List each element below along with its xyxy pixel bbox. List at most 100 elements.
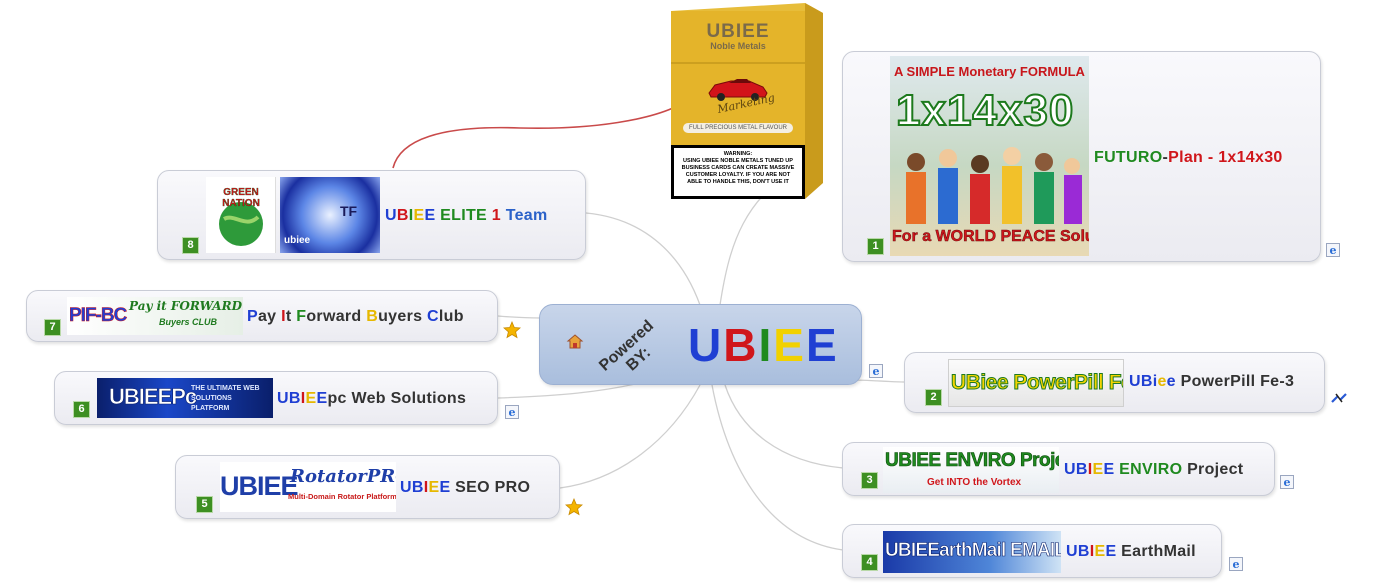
topic-enviro-project[interactable]: UBIEE ENVIRO Project Get INTO the Vortex… <box>842 442 1275 496</box>
svg-text:e: e <box>873 365 880 378</box>
topic-futuro-plan-label: FUTURO-Plan - 1x14x30 <box>1094 149 1283 167</box>
topic-powerpill[interactable]: UBiee PowerPill Fe-3 UBiee PowerPill Fe-… <box>904 352 1325 413</box>
topic-number-badge: 6 <box>73 401 90 418</box>
broken-link-icon[interactable] <box>1330 391 1348 405</box>
label-n7-segment: lub <box>439 308 464 325</box>
connector-8 <box>586 213 700 305</box>
people-illustration <box>896 142 1084 224</box>
label-n7-segment: C <box>427 308 439 325</box>
label-n4-segment: EarthMail <box>1116 543 1195 560</box>
futuro-img-bottom: For a WORLD PEACE Solution <box>892 228 1089 246</box>
label-n7-segment: orward <box>306 308 366 325</box>
powerpill-image: UBiee PowerPill Fe-3 <box>948 359 1124 407</box>
topic-number-badge: 2 <box>925 389 942 406</box>
ie-link-icon[interactable]: e <box>1326 243 1340 257</box>
label-n8-segment: U <box>385 207 397 224</box>
futuro-img-big: 1x14x30 <box>896 86 1074 136</box>
pif-img-left: PIF-BC <box>69 305 126 327</box>
topic-futuro-plan[interactable]: A SIMPLE Monetary FORMULA 1x14x30 For a … <box>842 51 1321 262</box>
svg-text:e: e <box>1233 558 1240 571</box>
central-logo-letter-segment: B <box>723 319 758 371</box>
svg-text:e: e <box>509 406 516 419</box>
connector-7 <box>498 316 540 318</box>
futuro-img-top: A SIMPLE Monetary FORMULA <box>894 64 1085 79</box>
enviro-image: UBIEE ENVIRO Project Get INTO the Vortex <box>883 447 1059 493</box>
web-solutions-image: UBIEEPc THE ULTIMATE WEB SOLUTIONS PLATF… <box>97 378 273 418</box>
enviro-img-text: UBIEE ENVIRO Project <box>885 450 1059 472</box>
product-box-image: UBIEE Noble Metals Marketing FULL PRECIO… <box>671 3 823 199</box>
label-n7-segment: t <box>286 308 296 325</box>
green-nation-text: GREEN NATION <box>210 187 272 209</box>
central-logo-letter-segment: E <box>806 319 839 371</box>
label-n6-segment: pc Web Solutions <box>327 390 466 407</box>
earthmail-image: UBIEEarthMail EMAIL 1.0 <box>883 531 1061 573</box>
earthmail-img-text: UBIEEarthMail EMAIL 1.0 <box>885 540 1061 562</box>
box-warning-title: WARNING: <box>678 151 798 158</box>
label-n7-segment: ay <box>258 308 281 325</box>
topic-pay-it-forward-label: Pay It Forward Buyers Club <box>247 308 464 326</box>
topic-number-badge: 4 <box>861 554 878 571</box>
topic-elite-team-label: UBIEE ELITE 1 Team <box>385 207 548 225</box>
ie-link-icon[interactable]: e <box>505 405 519 419</box>
label-n8-segment: E <box>413 207 424 224</box>
label-n2-segment: e <box>1157 373 1166 390</box>
topic-number-badge: 8 <box>182 237 199 254</box>
topic-powerpill-label: UBiee PowerPill Fe-3 <box>1129 373 1294 391</box>
label-n5-segment: SEO PRO <box>450 479 530 496</box>
ubiee-globe-image: TF ubiee <box>280 177 380 253</box>
label-n3-segment: ENVIRO <box>1114 461 1182 478</box>
connector-3 <box>725 385 843 468</box>
topic-web-solutions[interactable]: UBIEEPc THE ULTIMATE WEB SOLUTIONS PLATF… <box>54 371 498 425</box>
futuro-plan-image: A SIMPLE Monetary FORMULA 1x14x30 For a … <box>890 56 1089 256</box>
powerpill-img-text: UBiee PowerPill Fe-3 <box>951 371 1124 395</box>
topic-seo-pro-label: UBIEE SEO PRO <box>400 479 530 497</box>
topic-enviro-project-label: UBIEE ENVIRO Project <box>1064 461 1243 479</box>
connector-5 <box>560 385 700 488</box>
rotator-pro-image: UBIEE RotatorPRO Multi-Domain Rotator Pl… <box>220 462 396 512</box>
label-n6-segment: E <box>305 390 316 407</box>
ie-link-icon[interactable]: e <box>869 364 883 378</box>
label-n4-segment: E <box>1094 543 1105 560</box>
label-n5-segment: E <box>428 479 439 496</box>
rotator-img-product: RotatorPRO <box>290 466 396 487</box>
topic-seo-pro[interactable]: UBIEE RotatorPRO Multi-Domain Rotator Pl… <box>175 455 560 519</box>
label-n1-segment: Plan - 1x14x30 <box>1168 149 1283 166</box>
label-n4-segment: UB <box>1066 543 1090 560</box>
topic-earthmail-label: UBIEE EarthMail <box>1066 543 1196 561</box>
connector-4 <box>712 385 843 550</box>
topic-elite-team[interactable]: GREEN NATION TF ubiee UBIEE ELITE 1 Team… <box>157 170 586 260</box>
pif-img-right: Pay it FORWARD <box>129 299 242 313</box>
label-n3-segment: Project <box>1182 461 1243 478</box>
label-n2-segment: PowerPill Fe-3 <box>1176 373 1294 390</box>
label-n3-segment: E <box>1103 461 1114 478</box>
rotator-img-sub: Multi-Domain Rotator Platform <box>288 492 396 501</box>
webpc-img-sub: THE ULTIMATE WEB SOLUTIONS PLATFORM <box>191 384 269 414</box>
ie-link-icon[interactable]: e <box>1280 475 1294 489</box>
label-n8-segment: E <box>424 207 435 224</box>
relationship-line <box>393 108 673 168</box>
label-n3-segment: UB <box>1064 461 1088 478</box>
central-topic[interactable]: Powered BY: UBIEE <box>539 304 862 385</box>
ie-link-icon[interactable]: e <box>1229 557 1243 571</box>
svg-text:e: e <box>1284 476 1291 489</box>
central-logo-letter-segment: E <box>773 319 806 371</box>
enviro-img-sub: Get INTO the Vortex <box>927 477 1021 488</box>
topic-pay-it-forward[interactable]: PIF-BC Pay it FORWARD Buyers CLUB Pay It… <box>26 290 498 342</box>
label-n6-segment: UB <box>277 390 301 407</box>
topic-earthmail[interactable]: UBIEEarthMail EMAIL 1.0 UBIEE EarthMail … <box>842 524 1222 578</box>
box-warning: WARNING: USING UBIEE NOBLE METALS TUNED … <box>671 145 805 199</box>
central-logo-letter-segment: U <box>688 319 723 371</box>
star-icon <box>503 321 521 339</box>
topic-number-badge: 1 <box>867 238 884 255</box>
home-icon <box>566 333 584 351</box>
label-n1-segment: FUTURO <box>1094 149 1162 166</box>
rotator-img-brand: UBIEE <box>220 471 298 502</box>
topic-web-solutions-label: UBIEEpc Web Solutions <box>277 390 466 408</box>
label-n2-segment: UBi <box>1129 373 1157 390</box>
box-flavour: FULL PRECIOUS METAL FLAVOUR <box>683 123 793 133</box>
svg-text:e: e <box>1330 244 1337 257</box>
box-sub: Noble Metals <box>671 41 805 51</box>
label-n6-segment: E <box>316 390 327 407</box>
webpc-img-brand: UBIEEPc <box>109 384 196 410</box>
label-n8-segment: ELITE <box>435 207 491 224</box>
